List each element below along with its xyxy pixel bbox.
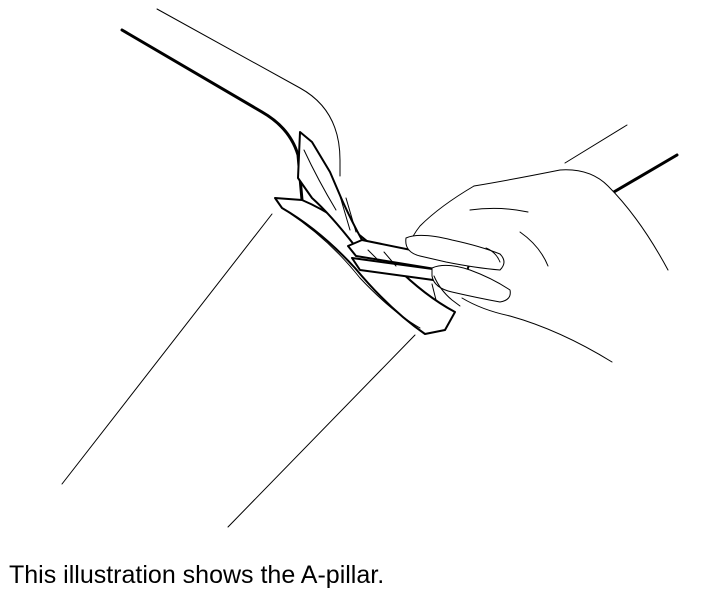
hand (405, 169, 669, 363)
illustration-caption: This illustration shows the A-pillar. (9, 561, 385, 589)
a-pillar-illustration (61, 8, 679, 528)
a-pillar-molding (274, 131, 456, 335)
vehicle-body-outline (61, 8, 679, 528)
